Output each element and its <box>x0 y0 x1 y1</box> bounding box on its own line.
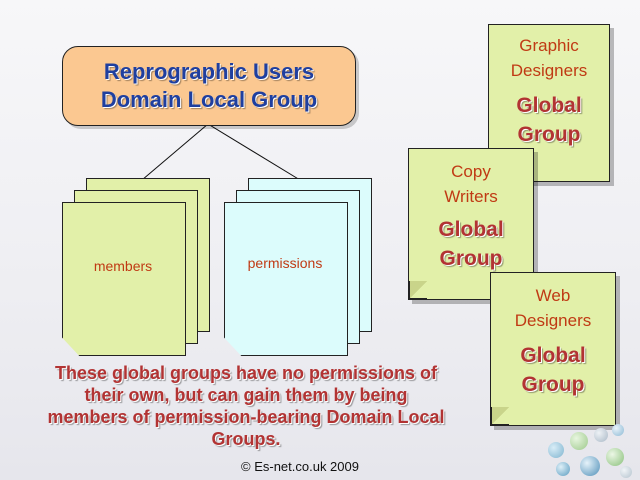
web-designers-fold-corner <box>491 407 509 425</box>
graphic-designers-role-line-2: Designers <box>510 61 588 80</box>
title-line-1: Reprographic Users <box>103 59 315 84</box>
members-doc-front <box>62 202 186 356</box>
web-designers-group-card[interactable]: Web Designers Global Group <box>490 272 616 426</box>
copy-writers-role-line-1: Copy <box>451 162 491 181</box>
copy-writers-global-line-1: Global <box>438 218 504 241</box>
web-designers-global-line-2: Group <box>521 373 585 396</box>
connector-line-permissions <box>207 123 301 181</box>
dot-6 <box>606 448 624 466</box>
dot-1 <box>548 442 564 458</box>
dot-2 <box>570 432 588 450</box>
connector-line-members <box>141 123 209 181</box>
caption-line-2: their own, but can gain them by being <box>84 385 408 405</box>
web-designers-global-line-1: Global <box>520 344 586 367</box>
domain-local-group-box[interactable]: Reprographic Users Domain Local Group <box>62 46 356 126</box>
web-designers-role-line-2: Designers <box>514 311 592 330</box>
dot-5 <box>580 456 600 476</box>
graphic-designers-role-line-1: Graphic <box>519 36 579 55</box>
caption-line-1: These global groups have no permissions … <box>54 363 438 383</box>
dot-4 <box>556 462 570 476</box>
caption-line-3: members of permission-bearing Domain Loc… <box>47 407 445 427</box>
copy-writers-role-line-2: Writers <box>444 187 498 206</box>
caption-line-4: Groups. <box>211 429 281 449</box>
web-designers-role-line-1: Web <box>535 286 571 305</box>
dot-3 <box>594 428 608 442</box>
permissions-doc-front <box>224 202 348 356</box>
members-label: members <box>93 258 153 274</box>
title-line-2: Domain Local Group <box>100 87 318 112</box>
graphic-designers-global-line-2: Group <box>517 123 581 146</box>
permissions-label: permissions <box>247 255 323 271</box>
explanation-caption: These global groups have no permissions … <box>6 362 486 450</box>
dot-7 <box>612 424 624 436</box>
copy-writers-fold-corner <box>409 281 427 299</box>
graphic-designers-global-line-1: Global <box>516 94 582 117</box>
copy-writers-global-line-2: Group <box>439 247 503 270</box>
copyright-text: © Es-net.co.uk 2009 <box>241 459 359 474</box>
dot-8 <box>620 466 632 478</box>
